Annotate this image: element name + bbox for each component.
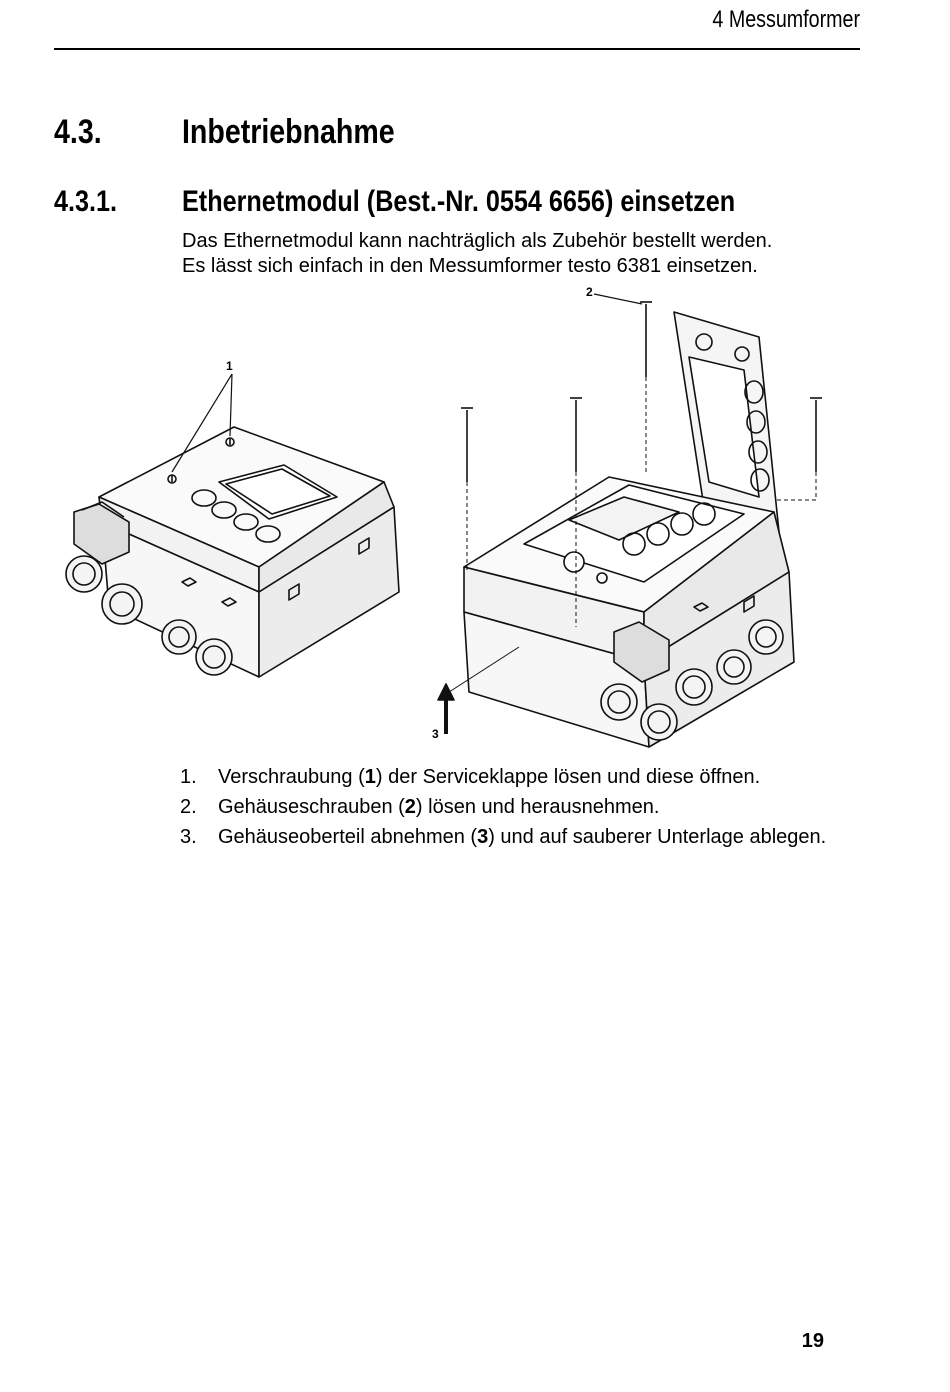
step-text: ) lösen und herausnehmen. <box>415 796 660 818</box>
step-item: 3. Gehäuseoberteil abnehmen (3) und auf s… <box>180 825 860 850</box>
step-ref: 3 <box>477 826 489 848</box>
closed-transmitter <box>65 426 400 678</box>
transmitter-illustration: 1 2 3 <box>65 285 822 748</box>
callout-1: 1 <box>226 359 233 373</box>
page-number: 19 <box>801 1330 824 1352</box>
step-number: 3. <box>180 826 197 848</box>
step-number: 1. <box>180 766 197 788</box>
step-item: 2. Gehäuseschrauben (2) lösen und herausn… <box>180 795 860 820</box>
step-text: Gehäuseoberteil abnehmen ( <box>218 826 478 848</box>
section-number: 4.3. <box>54 113 102 151</box>
open-transmitter <box>437 301 822 748</box>
step-number: 2. <box>180 796 197 818</box>
intro-line-1: Das Ethernetmodul kann nachträglich als … <box>182 230 773 252</box>
subsection-number: 4.3.1. <box>54 185 118 218</box>
step-text: ) und auf sauberer Unterlage ablegen. <box>488 826 827 848</box>
step-text: ) der Serviceklappe lösen und diese öffn… <box>375 766 761 788</box>
running-header: 4 Messumformer <box>712 6 860 33</box>
instruction-steps: 1. Verschraubung (1) der Serviceklappe lö… <box>180 765 860 855</box>
header-divider <box>54 48 860 50</box>
step-text: Verschraubung ( <box>218 766 365 788</box>
intro-line-2: Es lässt sich einfach in den Messumforme… <box>182 255 758 277</box>
step-item: 1. Verschraubung (1) der Serviceklappe lö… <box>180 765 860 790</box>
subsection-title: Ethernetmodul (Best.-Nr. 0554 6656) eins… <box>182 185 736 218</box>
step-ref: 1 <box>364 766 376 788</box>
section-title: Inbetriebnahme <box>182 113 395 151</box>
intro-paragraph: Das Ethernetmodul kann nachträglich als … <box>182 229 882 279</box>
step-text: Gehäuseschrauben ( <box>218 796 405 818</box>
callout-2: 2 <box>586 285 593 299</box>
callout-3: 3 <box>432 727 439 741</box>
step-ref: 2 <box>404 796 416 818</box>
